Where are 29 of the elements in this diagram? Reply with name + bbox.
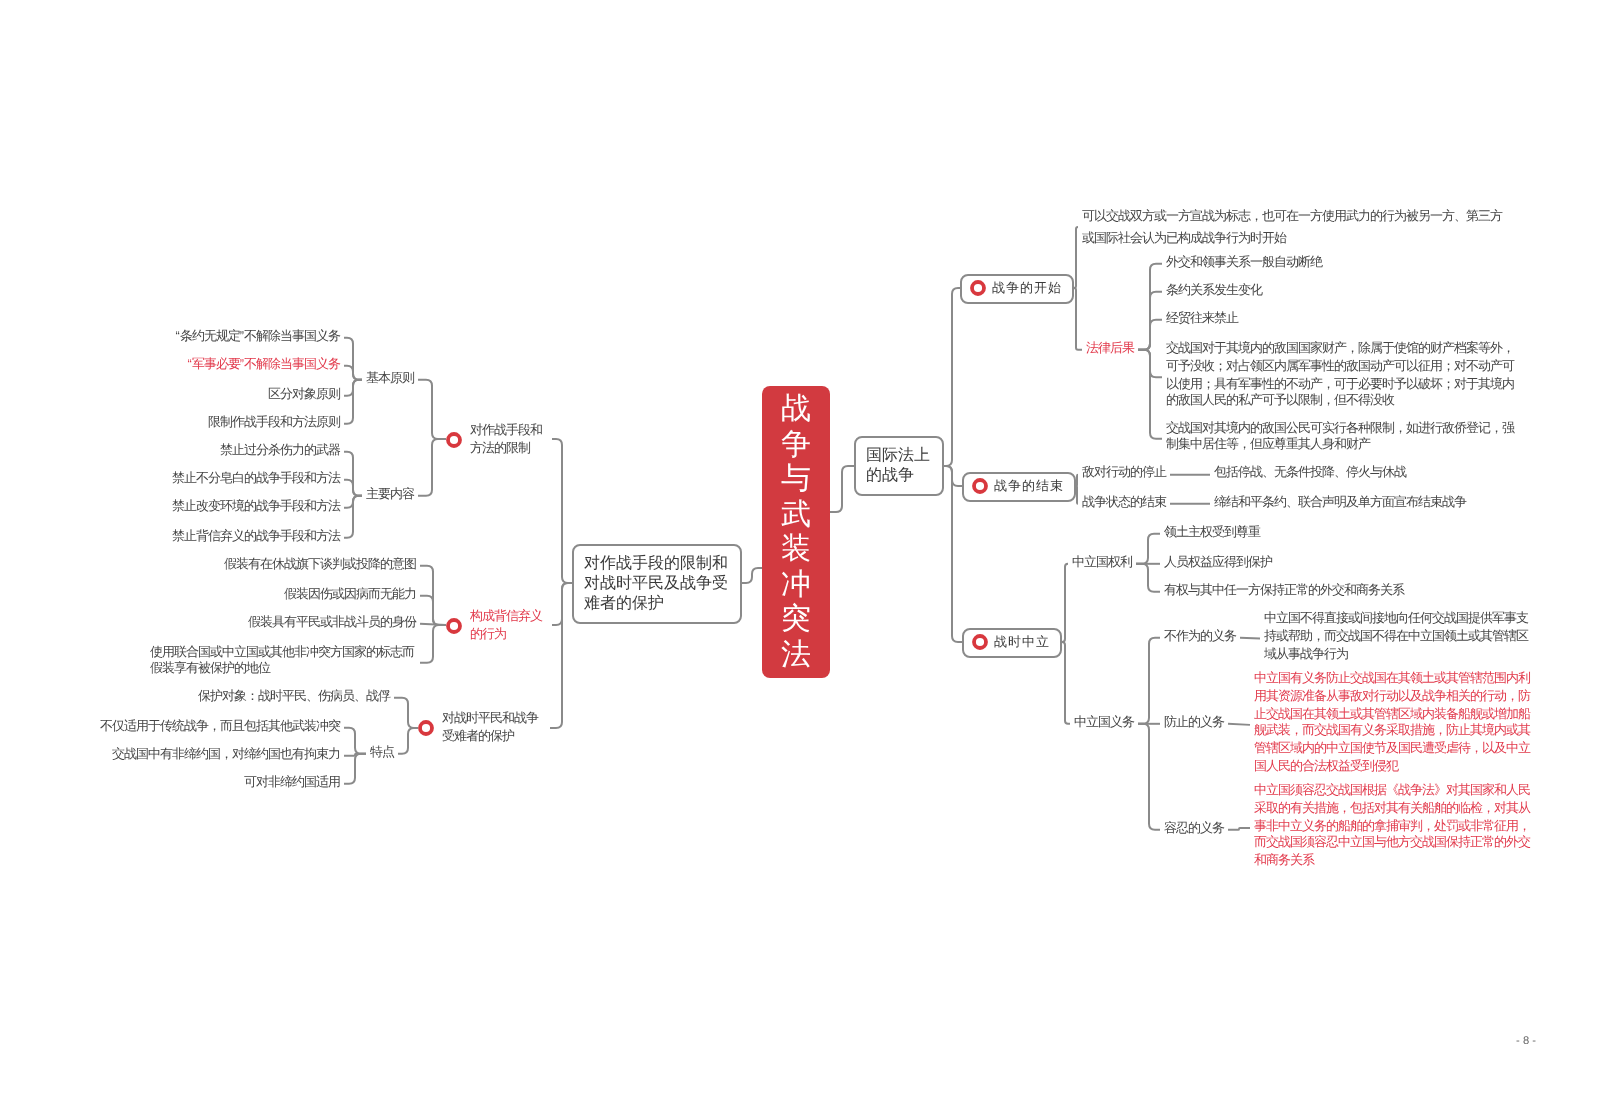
topic-box [962,627,1062,657]
topic-box [962,471,1076,501]
connector-line [943,287,961,467]
connector-line [1075,485,1079,505]
connector-line [1135,562,1161,593]
connector-line [397,727,419,755]
connector-line [1073,226,1079,289]
connector-line [829,465,855,513]
connector-line [1169,502,1211,505]
topic-box [960,273,1074,303]
connector-line [1227,827,1251,831]
connector-line [1061,641,1071,725]
connector-line [943,465,963,643]
central-topic: 战争与武装冲突法 [762,386,830,678]
connector-line [343,494,363,539]
topic-box: 对作战手段的限制和对战时平民及战争受难者的保护 [572,543,742,623]
connector-line [419,624,447,664]
connector-line [1137,348,1163,440]
connector-line [741,567,763,584]
connector-line [1061,562,1069,643]
topic-box: 国际法上的战争 [854,436,944,496]
connector-line [1227,722,1251,726]
connector-line [1169,473,1211,476]
connector-line [1073,287,1083,351]
connector-line [1239,636,1261,640]
connector-line [343,364,363,381]
connector-line [343,378,363,425]
connector-line [343,478,363,497]
connector-line [343,752,367,785]
